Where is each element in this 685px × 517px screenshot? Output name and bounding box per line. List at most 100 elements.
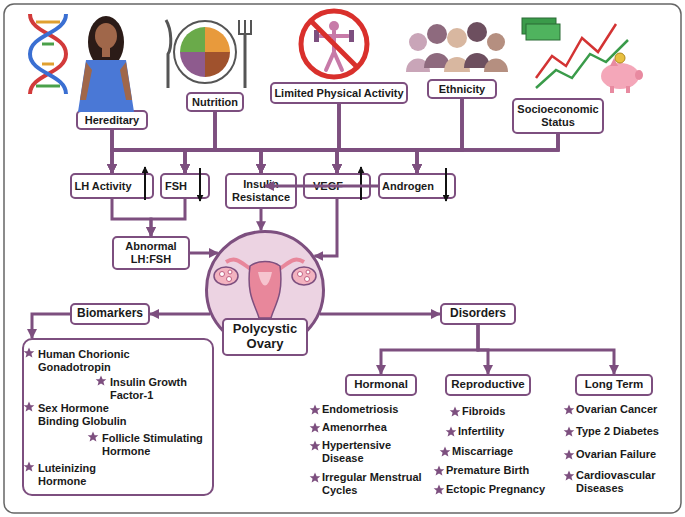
follicle [298,272,303,277]
person-silhouette [484,59,508,73]
list-item: Infertility [458,425,558,438]
process-box: FSH [160,173,210,199]
process-box: Insulin Resistance [225,173,297,209]
dna-strand [30,14,66,94]
woman-face [95,23,117,49]
bullet-star [440,447,451,457]
node-text: Hormonal [354,378,408,391]
dumbbell [314,30,319,42]
node-text: Socioeconomic Status [514,103,602,128]
process-box: Biomarkers [70,303,150,325]
connector-arrow [112,130,185,173]
node-text: Limited Physical Activity [274,87,403,100]
node-text: Ethnicity [439,83,485,96]
plate-food [180,52,205,77]
figure-border [4,4,681,513]
connector-arrow [339,104,417,173]
figure-body [320,31,348,70]
bullet-star [446,427,457,437]
list-item: Endometriosis [322,403,432,416]
increase-arrow [360,167,362,200]
connector-arrow [112,130,261,173]
fork [244,34,247,88]
fallopian-tube [226,260,252,270]
figure-head [329,21,339,31]
ovary [214,267,238,285]
uterus-cavity [258,272,272,286]
uterus-illustration [214,260,316,318]
connector-arrow [320,313,440,316]
woman-hair [88,16,124,68]
node-text: FSH [165,180,187,193]
coin [615,53,625,63]
node-text: LH Activity [74,180,131,193]
fallopian-tube [278,260,304,270]
node-text: Follicle Stimulating Hormone [102,432,210,458]
process-box: Abnormal LH:FSH [112,236,190,270]
list-item: Ovarian Cancer [576,403,676,416]
node-text: Long Term [585,378,644,391]
list-item: Ovarian Failure [576,448,676,461]
money-bill [526,24,560,40]
node-text: Biomarkers [77,307,143,321]
dna-rung [36,85,60,88]
connector-arrow [185,112,215,173]
plate-food [205,52,230,77]
person-silhouette [444,57,470,72]
connector-arrow [417,99,462,173]
bullet-star [96,376,107,386]
connector-arrow [112,130,417,173]
bullet-star [310,423,321,433]
connector-arrow [337,134,558,173]
connector-arrow [478,325,488,374]
prohibition-circle [301,11,367,77]
connector-arrow [32,314,70,338]
process-box: Limited Physical Activity [270,82,408,104]
node-text: VEGF [313,180,343,193]
connector-arrow [185,104,339,173]
person-silhouette [406,59,430,73]
process-box: Nutrition [186,92,244,112]
connector-arrow [190,252,218,255]
connector-arrow [265,185,378,188]
node-text: Nutrition [192,96,238,109]
connector-arrow [215,112,417,173]
connector-arrow [112,134,558,173]
bullet-star [434,466,445,476]
dna-rung [42,63,54,66]
ovary [292,267,316,285]
dna-strand [30,14,66,94]
process-box: Disorders [440,303,516,325]
list-item: Miscarriage [452,445,552,458]
list-item: Type 2 Diabetes [576,425,676,438]
person-silhouette [427,24,447,44]
uterus-body [249,262,281,319]
piggy-snout [635,70,643,80]
connector-arrow [417,134,558,173]
connector-arrow [314,199,337,256]
hereditary-icon [30,14,134,112]
list-item: Ectopic Pregnancy [446,483,556,496]
list-item: Hypertensive Disease [322,439,402,465]
node-text: Insulin Growth Factor-1 [110,376,205,402]
bullet-star [24,462,35,472]
connector-arrow [112,130,337,173]
bullet-star [310,441,321,451]
connector-arrow [112,104,339,173]
socioeconomic-icon [522,18,643,93]
process-box: Long Term [575,374,653,396]
node-text: Reproductive [451,378,525,391]
follicle [306,270,310,274]
piggy-bank [601,63,639,89]
woman-arm [120,62,132,100]
money-bill [522,18,556,34]
follicle [220,272,225,277]
bullet-star [564,427,575,437]
biomarker-list-box: Human Chorionic GonadotropinInsulin Grow… [22,338,214,496]
bullet-star [24,402,35,412]
node-text: Abnormal LH:FSH [114,240,188,265]
node-text: Human Chorionic Gonadotropin [38,348,150,374]
person-silhouette [487,33,505,51]
